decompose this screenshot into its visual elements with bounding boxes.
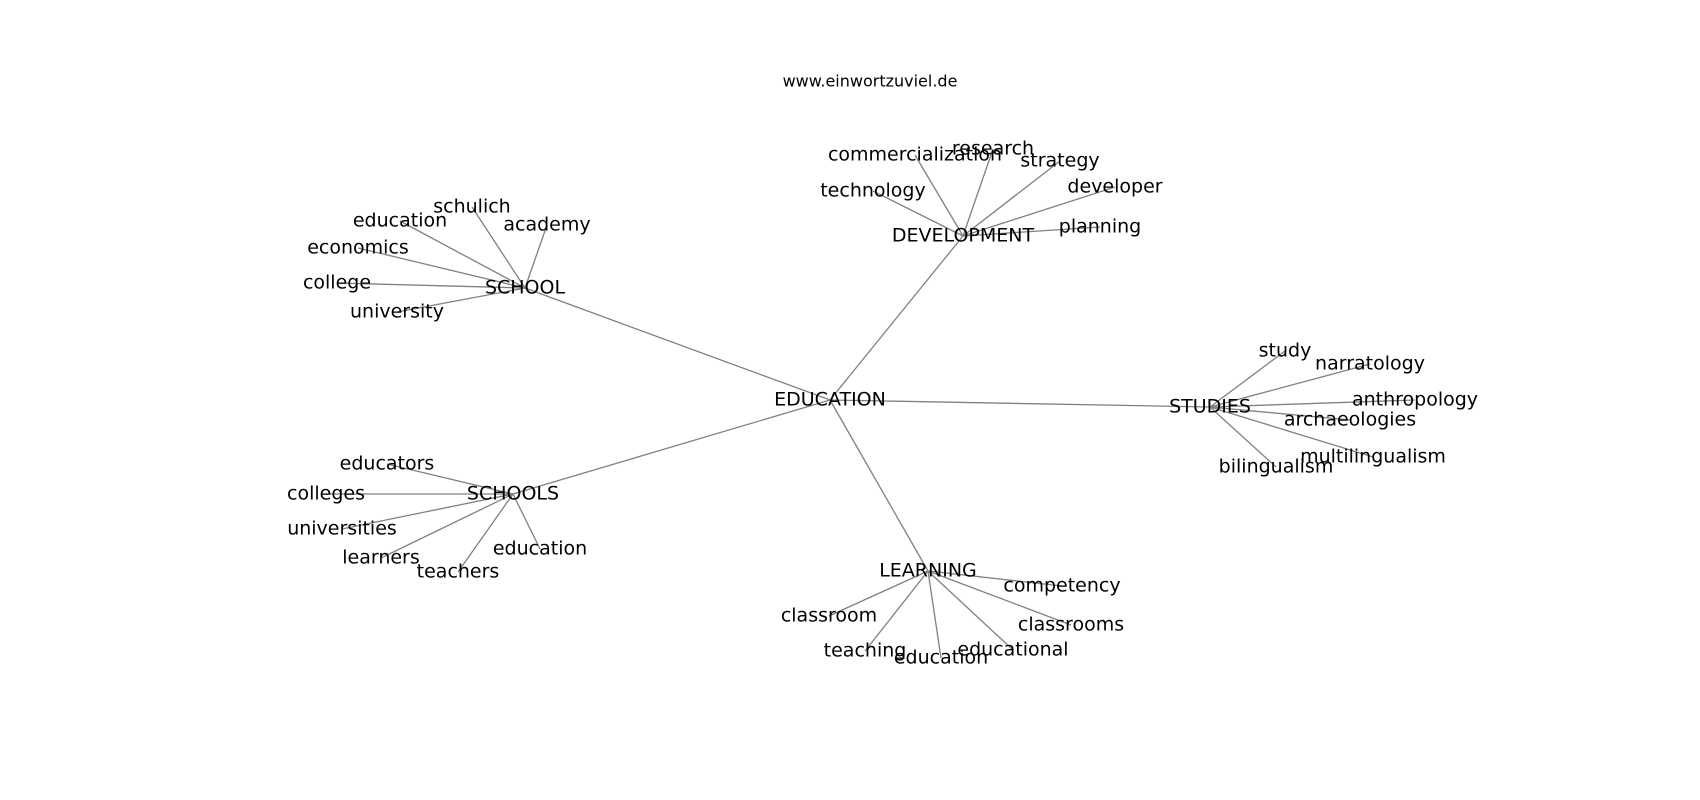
node-cluster-studies: STUDIES: [1169, 396, 1251, 418]
node-leaf-school-5: university: [350, 301, 444, 323]
watermark: www.einwortzuviel.de: [783, 72, 958, 91]
edge-studies-leaf-5: [1209, 406, 1277, 468]
node-leaf-learning-1: classroom: [781, 605, 877, 627]
edge-studies-leaf-2: [1209, 399, 1416, 408]
node-leaf-development-5: planning: [1059, 216, 1141, 238]
edges-layer: [326, 148, 1416, 659]
edge-development-leaf-0: [914, 154, 964, 237]
node-cluster-schools: SCHOOLS: [467, 483, 559, 505]
edge-schools-leaf-5: [512, 493, 541, 550]
edge-schools-leaf-4: [457, 493, 514, 573]
node-leaf-studies-5: bilingualism: [1219, 456, 1334, 478]
edge-studies-leaf-1: [1209, 363, 1371, 408]
node-leaf-schools-4: teachers: [417, 561, 500, 583]
node-leaf-development-4: developer: [1067, 176, 1162, 198]
node-leaf-learning-2: classrooms: [1018, 614, 1124, 636]
node-leaf-studies-4: multilingualism: [1300, 446, 1446, 468]
edge-learning-leaf-5: [927, 570, 942, 659]
node-leaf-learning-0: competency: [1003, 575, 1120, 597]
node-cluster-development: DEVELOPMENT: [892, 225, 1035, 247]
edge-root-learning: [829, 399, 929, 572]
node-leaf-learning-5: education: [894, 647, 988, 669]
node-leaf-school-4: college: [303, 272, 371, 294]
edge-school-leaf-3: [357, 247, 526, 289]
edge-learning-leaf-4: [927, 570, 1014, 651]
node-leaf-development-2: strategy: [1020, 150, 1099, 172]
edge-school-leaf-1: [399, 220, 526, 289]
edge-schools-leaf-0: [386, 463, 514, 495]
node-leaf-school-0: schulich: [433, 196, 510, 218]
node-leaf-school-2: academy: [503, 214, 590, 236]
node-leaf-schools-3: learners: [342, 547, 420, 569]
edge-root-school: [524, 287, 831, 401]
node-leaf-school-1: education: [353, 210, 447, 232]
edge-school-leaf-4: [336, 282, 526, 289]
edge-development-leaf-4: [962, 186, 1116, 237]
node-leaf-studies-0: study: [1259, 340, 1312, 362]
edge-learning-leaf-2: [927, 570, 1072, 626]
edge-schools-leaf-2: [341, 493, 514, 530]
edge-development-leaf-1: [962, 148, 994, 237]
edge-learning-leaf-0: [927, 570, 1063, 587]
node-cluster-school: SCHOOL: [485, 277, 566, 299]
edge-school-leaf-5: [396, 287, 526, 313]
edge-development-leaf-3: [872, 190, 964, 237]
node-leaf-studies-3: archaeologies: [1284, 409, 1416, 431]
node-leaf-school-3: economics: [307, 237, 409, 259]
edge-school-leaf-2: [524, 224, 548, 289]
node-leaf-schools-5: education: [493, 538, 587, 560]
edge-development-leaf-5: [962, 226, 1101, 237]
edge-development-leaf-2: [962, 160, 1061, 237]
edge-school-leaf-0: [471, 206, 526, 289]
edge-studies-leaf-4: [1209, 406, 1374, 458]
node-leaf-schools-1: colleges: [287, 483, 365, 505]
edge-schools-leaf-3: [380, 493, 514, 559]
node-leaf-schools-0: educators: [340, 453, 435, 475]
edge-studies-leaf-0: [1209, 350, 1286, 408]
node-leaf-development-1: research: [952, 138, 1034, 160]
edge-root-studies: [829, 399, 1211, 408]
edge-learning-leaf-1: [828, 570, 929, 617]
edge-learning-leaf-3: [864, 570, 929, 652]
edge-studies-leaf-3: [1209, 406, 1351, 421]
node-leaf-learning-4: educational: [957, 639, 1068, 661]
edge-root-schools: [512, 399, 831, 495]
node-leaf-studies-2: anthropology: [1352, 389, 1478, 411]
node-cluster-learning: LEARNING: [879, 560, 977, 582]
node-leaf-development-0: commercialization: [828, 144, 1002, 166]
edge-root-development: [829, 235, 964, 401]
node-leaf-development-3: technology: [820, 180, 926, 202]
node-root: EDUCATION: [774, 389, 886, 411]
node-leaf-learning-3: teaching: [824, 640, 907, 662]
node-leaf-studies-1: narratology: [1315, 353, 1425, 375]
node-leaf-schools-2: universities: [287, 518, 397, 540]
